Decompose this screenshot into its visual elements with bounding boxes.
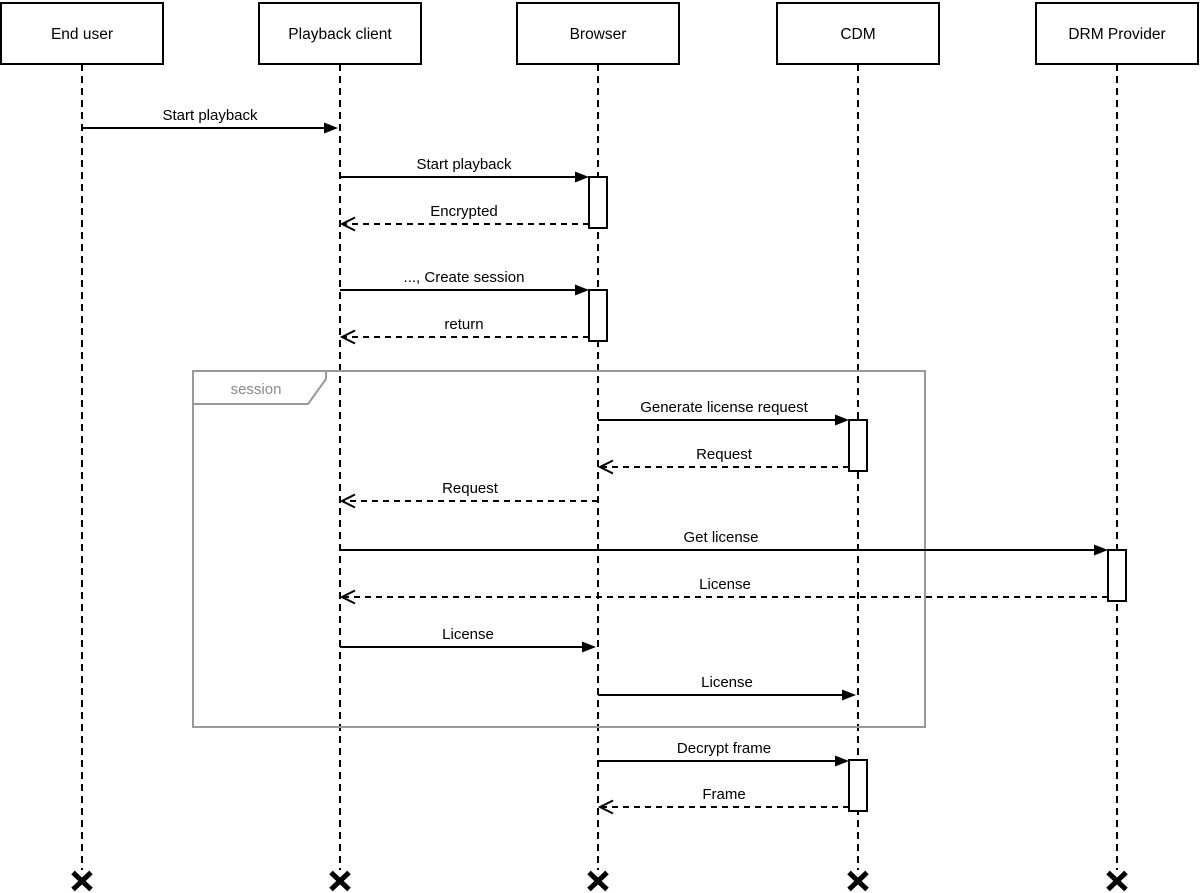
message-license-browser-to-cdm: License xyxy=(598,674,856,701)
participant-browser: Browser xyxy=(516,2,680,65)
return-arrowhead-icon xyxy=(339,493,356,509)
message-label: Decrypt frame xyxy=(677,740,771,757)
return-arrowhead-icon xyxy=(339,216,356,232)
participant-label: CDM xyxy=(840,26,875,43)
activation-browser-2 xyxy=(588,289,608,342)
destroy-icon xyxy=(71,870,93,892)
fragment-label-shape xyxy=(192,370,327,405)
arrowhead-icon xyxy=(1094,544,1108,556)
participant-end-user: End user xyxy=(0,2,164,65)
message-label: Encrypted xyxy=(430,203,498,220)
message-license-drm-to-client: License xyxy=(339,576,1108,605)
message-start-playback-2: Start playback xyxy=(340,156,589,183)
message-label: License xyxy=(701,674,753,691)
participant-playback-client: Playback client xyxy=(258,2,422,65)
message-generate-license-request: Generate license request xyxy=(598,399,849,426)
destroy-marks xyxy=(71,870,1128,892)
arrowhead-icon xyxy=(324,122,338,134)
participant-drm-provider: DRM Provider xyxy=(1035,2,1199,65)
return-arrowhead-icon xyxy=(597,459,614,475)
message-label: Get license xyxy=(683,529,758,546)
participant-box xyxy=(516,2,680,65)
message-label: Generate license request xyxy=(640,399,808,416)
participant-label: Browser xyxy=(570,26,627,43)
message-label: Request xyxy=(696,446,753,463)
arrowhead-icon xyxy=(835,414,849,426)
message-label: Request xyxy=(442,480,499,497)
participant-label: DRM Provider xyxy=(1068,26,1165,43)
participant-box xyxy=(0,2,164,65)
message-create-session: ..., Create session xyxy=(340,269,589,296)
message-frame: Frame xyxy=(597,786,849,815)
message-encrypted: Encrypted xyxy=(339,203,589,232)
arrowhead-icon xyxy=(842,689,856,701)
destroy-icon xyxy=(587,870,609,892)
participant-cdm: CDM xyxy=(776,2,940,65)
message-request-browser-to-client: Request xyxy=(339,480,598,509)
activation-drm-provider xyxy=(1107,549,1127,602)
arrowhead-icon xyxy=(835,755,849,767)
activations xyxy=(588,176,1127,812)
message-return: return xyxy=(339,316,589,345)
message-request-cdm-to-browser: Request xyxy=(597,446,849,475)
participant-label: Playback client xyxy=(288,26,392,43)
participant-label: End user xyxy=(51,26,113,43)
message-label: License xyxy=(442,626,494,643)
message-label: License xyxy=(699,576,751,593)
message-start-playback-1: Start playback xyxy=(82,107,338,134)
fragment-label: session xyxy=(231,381,282,398)
destroy-icon xyxy=(1106,870,1128,892)
return-arrowhead-icon xyxy=(597,799,614,815)
participants: End user Playback client Browser CDM DRM… xyxy=(0,2,1199,65)
message-license-client-to-browser: License xyxy=(340,626,596,653)
arrowhead-icon xyxy=(575,284,589,296)
message-label: Frame xyxy=(702,786,745,803)
return-arrowhead-icon xyxy=(339,589,356,605)
participant-box xyxy=(1035,2,1199,65)
destroy-icon xyxy=(329,870,351,892)
arrowhead-icon xyxy=(582,641,596,653)
message-label: Start playback xyxy=(416,156,512,173)
activation-cdm-1 xyxy=(848,419,868,472)
participant-box xyxy=(776,2,940,65)
message-label: return xyxy=(444,316,483,333)
return-arrowhead-icon xyxy=(339,329,356,345)
message-label: ..., Create session xyxy=(404,269,525,286)
participant-box xyxy=(258,2,422,65)
message-label: Start playback xyxy=(162,107,258,124)
destroy-icon xyxy=(847,870,869,892)
activation-cdm-2 xyxy=(848,759,868,812)
activation-browser-1 xyxy=(588,176,608,229)
message-get-license: Get license xyxy=(340,529,1108,556)
arrowhead-icon xyxy=(575,171,589,183)
message-decrypt-frame: Decrypt frame xyxy=(598,740,849,767)
